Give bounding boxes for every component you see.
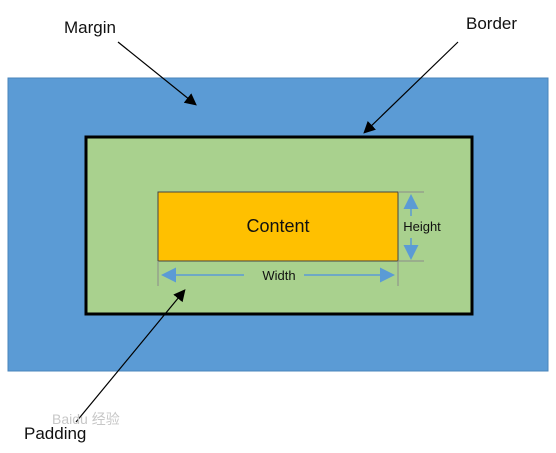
border-arrow [363, 41, 459, 134]
height-label: Height [403, 219, 441, 234]
watermark: Baidu 经验 [52, 411, 120, 427]
content-label: Content [246, 216, 309, 236]
margin-arrow [117, 41, 197, 106]
width-label: Width [262, 268, 295, 283]
margin-label: Margin [64, 18, 116, 37]
padding-label: Padding [24, 424, 86, 443]
border-label: Border [466, 14, 517, 33]
content-box [157, 191, 399, 262]
padding-arrow [75, 289, 186, 423]
